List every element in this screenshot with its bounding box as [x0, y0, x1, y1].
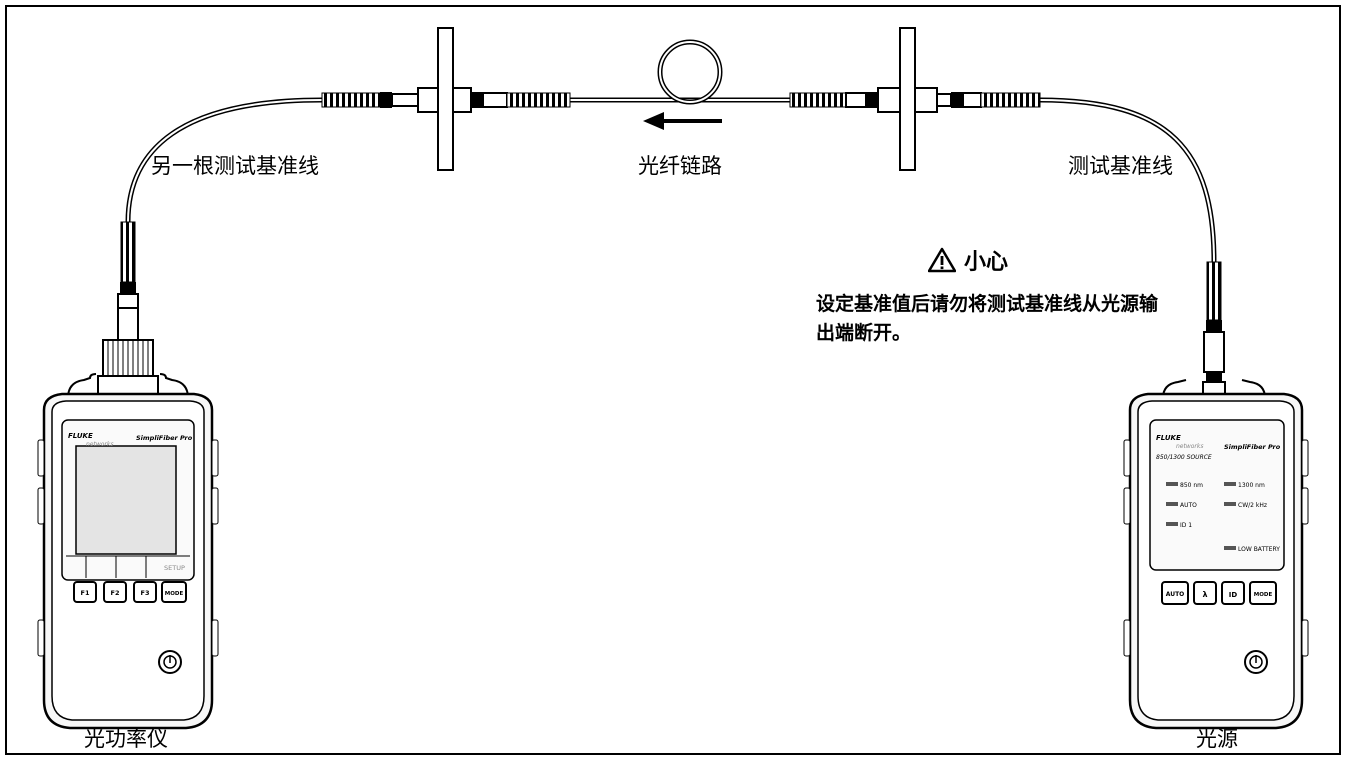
- source-key-mode-label: MODE: [1254, 592, 1273, 598]
- source-key-id: [1221, 581, 1245, 605]
- direction-arrow-icon: [643, 112, 722, 130]
- light-source-label: 光源: [1196, 727, 1238, 751]
- source-key-mode: [1249, 581, 1277, 605]
- indicator-850nm: 850 nm: [1180, 482, 1203, 489]
- source-power-button-icon: [1244, 650, 1268, 674]
- indicator-low-battery: LOW BATTERY: [1238, 546, 1280, 553]
- source-key-lambda: [1193, 581, 1217, 605]
- source-brand: FLUKE: [1156, 434, 1181, 442]
- source-brand-sub: networks: [1176, 443, 1204, 450]
- adapter-panel-right: [899, 27, 916, 171]
- indicator-auto: AUTO: [1180, 502, 1197, 509]
- indicator-1300nm: 1300 nm: [1238, 482, 1265, 489]
- light-source-device: FLUKE networks SimpliFiber Pro 850/1300 …: [1123, 379, 1309, 730]
- connector-right-link-end: [789, 87, 901, 113]
- source-key-auto: [1161, 581, 1189, 605]
- connector-right-cord-end: [914, 87, 1041, 113]
- meter-key-f3: [133, 581, 157, 603]
- source-key-lambda-label: λ: [1202, 590, 1207, 599]
- source-key-id-label: ID: [1229, 591, 1238, 599]
- power-meter-label: 光功率仪: [84, 727, 168, 751]
- fiber-spool-icon: [657, 39, 723, 105]
- fiber-link-label: 光纤链路: [638, 154, 722, 178]
- caution-heading: 小心: [928, 244, 1008, 276]
- meter-input-connector: [97, 221, 159, 397]
- reference-cord-2-label: 另一根测试基准线: [151, 154, 319, 178]
- meter-key-f3-label: F3: [141, 589, 150, 597]
- meter-key-f2-label: F2: [111, 589, 120, 597]
- reference-cord-label: 测试基准线: [1068, 154, 1173, 178]
- source-key-auto-label: AUTO: [1166, 591, 1185, 598]
- reference-cord-line: [1039, 97, 1217, 263]
- meter-brand-sub: networks: [86, 441, 114, 448]
- meter-setup-label: SETUP: [164, 564, 185, 572]
- meter-model: SimpliFiber Pro: [136, 434, 193, 442]
- indicator-cw2khz: CW/2 kHz: [1238, 502, 1267, 509]
- caution-title: 小心: [964, 250, 1009, 275]
- power-meter-device: FLUKE networks SimpliFiber Pro SETUP F1 …: [37, 373, 219, 730]
- meter-power-button-icon: [158, 650, 182, 674]
- source-subtitle: 850/1300 SOURCE: [1156, 454, 1212, 461]
- indicator-id1: ID 1: [1180, 522, 1192, 529]
- meter-key-mode-label: MODE: [165, 591, 184, 597]
- connector-left-link-end: [452, 87, 571, 113]
- meter-key-mode: [161, 581, 187, 603]
- meter-key-f2: [103, 581, 127, 603]
- source-model: SimpliFiber Pro: [1224, 443, 1281, 451]
- diagram-frame: [5, 5, 1341, 755]
- meter-key-f1-label: F1: [81, 589, 90, 597]
- source-output-connector: [1199, 261, 1229, 402]
- meter-key-f1: [73, 581, 97, 603]
- connector-left-cord-end: [321, 87, 439, 113]
- warning-triangle-icon: [928, 247, 956, 273]
- caution-text: 设定基准值后请勿将测试基准线从光源输出端断开。: [816, 293, 1159, 344]
- meter-brand: FLUKE: [68, 432, 93, 440]
- adapter-panel-left: [437, 27, 454, 171]
